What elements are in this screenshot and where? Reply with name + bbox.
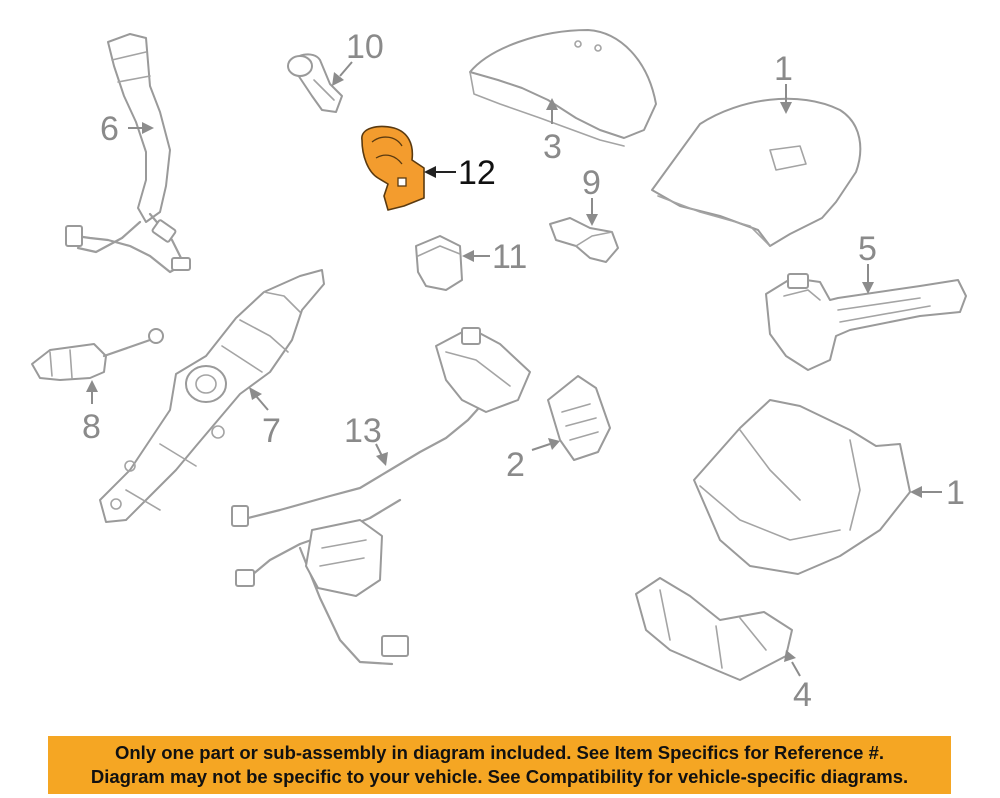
- part-7-column-housing: [99, 269, 325, 523]
- callout-9-label: 9: [582, 164, 601, 202]
- disclaimer-line-2: Diagram may not be specific to your vehi…: [90, 766, 909, 787]
- callout-10-label: 10: [346, 28, 384, 66]
- callout-7: 7: [249, 387, 281, 450]
- callout-1-bottom: 1: [910, 474, 965, 512]
- callout-2-label: 2: [506, 446, 525, 484]
- callout-9: 9: [582, 164, 601, 226]
- callout-11: 11: [462, 238, 527, 276]
- part-5-combination-switch: [765, 273, 967, 371]
- callout-11-label: 11: [492, 238, 527, 276]
- part-2-pad: [547, 375, 611, 461]
- callout-3: 3: [543, 98, 562, 166]
- part-8-rod: [31, 328, 164, 381]
- callout-1-top-label: 1: [774, 50, 793, 88]
- callout-13-label: 13: [344, 412, 382, 450]
- callout-10: 10: [332, 28, 384, 86]
- part-12-highlighted-bracket: [361, 125, 425, 211]
- callout-3-label: 3: [543, 128, 562, 166]
- callout-4-label: 4: [793, 676, 812, 714]
- callout-13: 13: [344, 412, 388, 466]
- part-10-clip: [287, 53, 343, 113]
- part-6-lever-harness: [65, 33, 191, 274]
- callout-8: 8: [82, 380, 101, 446]
- part-1-lower-shroud: [693, 399, 911, 575]
- disclaimer-banner: Only one part or sub-assembly in diagram…: [48, 736, 951, 794]
- callout-5-label: 5: [858, 230, 877, 268]
- callout-6: 6: [100, 110, 154, 148]
- callout-7-label: 7: [262, 412, 281, 450]
- callout-12: 12: [424, 154, 496, 192]
- callout-5: 5: [858, 230, 877, 294]
- callout-4: 4: [784, 650, 812, 714]
- callout-8-label: 8: [82, 408, 101, 446]
- disclaimer-line-1: Only one part or sub-assembly in diagram…: [114, 742, 884, 763]
- part-1-upper-shroud: [651, 97, 862, 247]
- callout-2: 2: [506, 438, 560, 484]
- part-4-lower-trim: [635, 577, 793, 681]
- callout-1-bottom-label: 1: [946, 474, 965, 512]
- part-13-wiring-harness: [231, 327, 531, 666]
- part-3-upper-cover: [469, 29, 657, 147]
- part-9-bracket: [549, 217, 619, 263]
- steering-column-exploded-diagram: 1 1 2 3 4 5 6: [31, 28, 967, 714]
- callout-12-label: 12: [458, 154, 496, 192]
- part-11-switch: [415, 235, 463, 291]
- callout-6-label: 6: [100, 110, 119, 148]
- callout-1-top: 1: [774, 50, 793, 114]
